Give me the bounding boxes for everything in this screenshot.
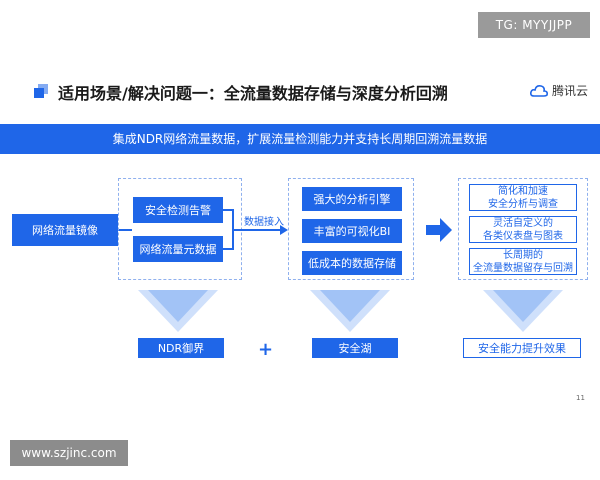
banner: 集成NDR网络流量数据，扩展流量检测能力并支持长周期回溯流量数据 — [0, 124, 600, 154]
group3-item-line: 安全分析与调查 — [488, 198, 558, 210]
group2-item: 低成本的数据存储 — [302, 251, 402, 275]
bracket-line — [223, 248, 233, 250]
group1-container — [118, 178, 242, 280]
logo-text: 腾讯云 — [552, 84, 589, 98]
down-arrow-icon — [483, 290, 563, 332]
plus-sign: + — [258, 339, 274, 360]
group3-item: 长周期的 全流量数据留存与回溯 — [469, 248, 577, 275]
connector-label: 数据接入 — [244, 217, 284, 228]
group1-item: 安全检测告警 — [133, 197, 223, 223]
down-arrow-icon — [138, 290, 218, 332]
watermark-top: TG: MYYJJPP — [478, 12, 590, 38]
page-title: 适用场景/解决问题一：全流量数据存储与深度分析回溯 — [58, 84, 448, 103]
watermark-bottom: www.szjinc.com — [10, 440, 128, 466]
bracket-line — [223, 209, 233, 211]
right-arrow-icon — [426, 218, 452, 242]
bottom-label-ndr: NDR御界 — [138, 338, 224, 358]
group3-item: 灵活自定义的 各类仪表盘与图表 — [469, 216, 577, 243]
cloud-icon — [530, 84, 548, 97]
title-square-icon — [34, 84, 48, 98]
connector-line — [233, 229, 283, 231]
tencent-cloud-logo: 腾讯云 — [530, 82, 588, 99]
group2-item: 强大的分析引擎 — [302, 187, 402, 211]
bottom-label-security-lake: 安全湖 — [312, 338, 398, 358]
down-arrow-icon — [310, 290, 390, 332]
group3-item: 简化和加速 安全分析与调查 — [469, 184, 577, 211]
group3-item-line: 灵活自定义的 — [493, 217, 553, 229]
connector-line — [118, 229, 132, 231]
group3-item-line: 简化和加速 — [498, 185, 548, 197]
group3-container — [458, 178, 588, 280]
page-number: 11 — [576, 394, 585, 402]
source-box: 网络流量镜像 — [12, 214, 118, 246]
group1-item: 网络流量元数据 — [133, 236, 223, 262]
group2-item: 丰富的可视化BI — [302, 219, 402, 243]
group3-item-line: 各类仪表盘与图表 — [483, 230, 563, 242]
arrowhead-icon — [280, 225, 288, 235]
bottom-label-effect: 安全能力提升效果 — [463, 338, 581, 358]
group3-item-line: 长周期的 — [503, 249, 543, 261]
group3-item-line: 全流量数据留存与回溯 — [473, 262, 573, 274]
group2-container — [288, 178, 414, 280]
